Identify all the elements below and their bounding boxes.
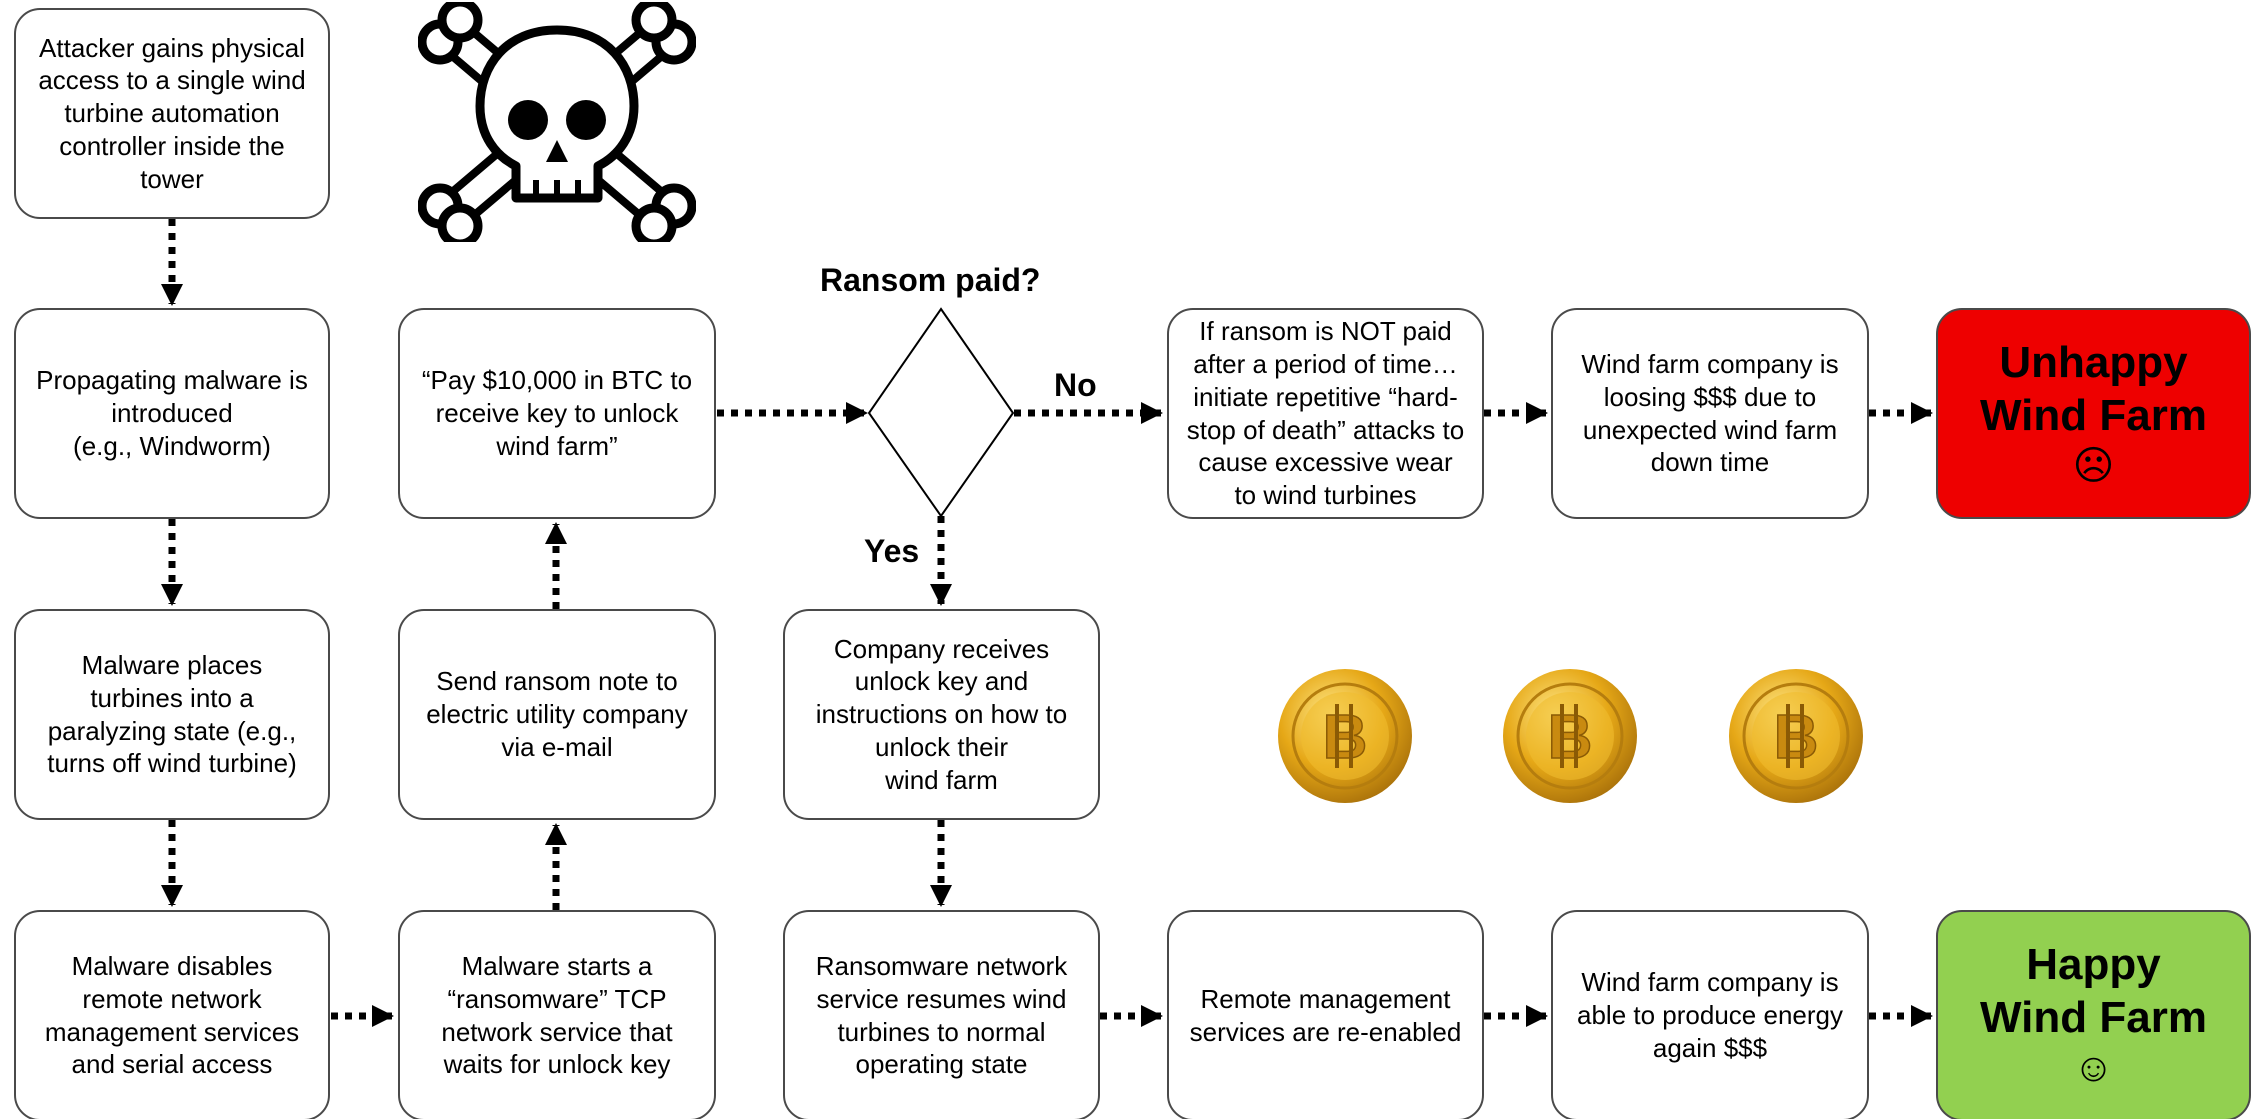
step-send-ransom-note: Send ransom note to electric utility com… (398, 609, 716, 820)
outcome-unhappy-title: Unhappy Wind Farm (1980, 337, 2207, 440)
step-remote-mgmt-reenabled: Remote management services are re-enable… (1167, 910, 1484, 1119)
step-ransom-demand: “Pay $10,000 in BTC to receive key to un… (398, 308, 716, 519)
sad-face-icon: ☹ (2072, 444, 2115, 489)
step-resume-turbines: Ransomware network service resumes wind … (783, 910, 1100, 1119)
outcome-happy-wind-farm: Happy Wind Farm ☺ (1936, 910, 2251, 1119)
step-disable-remote-mgmt: Malware disables remote network manageme… (14, 910, 330, 1119)
step-losing-money: Wind farm company is loosing $$$ due to … (1551, 308, 1869, 519)
step-paralyze-turbines: Malware places turbines into a paralyzin… (14, 609, 330, 820)
svg-text:B: B (1548, 703, 1593, 772)
outcome-unhappy-wind-farm: Unhappy Wind Farm ☹ (1936, 308, 2251, 519)
skull-and-crossbones-icon (418, 2, 696, 242)
decision-yes-label: Yes (864, 533, 920, 569)
decision-question: Ransom paid? (820, 262, 1041, 298)
step-produce-energy: Wind farm company is able to produce ene… (1551, 910, 1869, 1119)
decision-diamond (867, 307, 1015, 518)
step-malware-introduced: Propagating malware is introduced (e.g.,… (14, 308, 330, 519)
outcome-happy-title: Happy Wind Farm (1980, 939, 2207, 1042)
svg-text:B: B (1323, 703, 1368, 772)
bitcoin-coin-icon: B (1278, 669, 1412, 803)
svg-text:B: B (1774, 703, 1819, 772)
step-hard-stop-attacks: If ransom is NOT paid after a period of … (1167, 308, 1484, 519)
step-company-receives-key: Company receives unlock key and instruct… (783, 609, 1100, 820)
smiley-face-icon: ☺ (2073, 1046, 2114, 1091)
decision-no-label: No (1054, 367, 1097, 403)
bitcoin-coin-icon: B (1729, 669, 1863, 803)
bitcoin-coin-icon: B (1503, 669, 1637, 803)
step-ransomware-service: Malware starts a “ransomware” TCP networ… (398, 910, 716, 1119)
step-attacker-access: Attacker gains physical access to a sing… (14, 8, 330, 219)
